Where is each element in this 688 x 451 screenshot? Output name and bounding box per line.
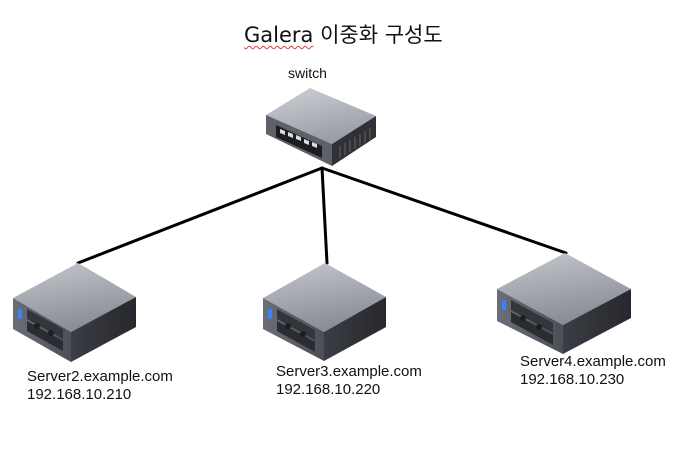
- server4-label: Server4.example.com 192.168.10.230: [520, 353, 666, 389]
- link-server4: [320, 166, 568, 255]
- server2-ip: 192.168.10.210: [27, 386, 132, 403]
- switch-label: switch: [288, 65, 327, 81]
- link-server2: [76, 166, 324, 265]
- link-server3: [320, 166, 329, 265]
- title-text: 이중화 구성도: [320, 23, 443, 47]
- rack-server-icon: [263, 263, 386, 361]
- server3-ip: 192.168.10.220: [276, 381, 381, 398]
- server4-ip: 192.168.10.230: [520, 371, 625, 388]
- server4-hostname: Server4.example.com: [520, 353, 666, 370]
- network-links: [76, 166, 568, 265]
- server3-label: Server3.example.com 192.168.10.220: [276, 363, 422, 399]
- server2-hostname: Server2.example.com: [27, 368, 173, 385]
- title-brand: Galera: [244, 23, 314, 47]
- server2-label: Server2.example.com 192.168.10.210: [27, 368, 173, 404]
- server3-hostname: Server3.example.com: [276, 363, 422, 380]
- rack-server-icon: [497, 253, 631, 354]
- diagram-title: Galera 이중화 구성도: [244, 23, 443, 47]
- network-switch-icon: [266, 88, 376, 166]
- rack-server-icon: [13, 263, 136, 362]
